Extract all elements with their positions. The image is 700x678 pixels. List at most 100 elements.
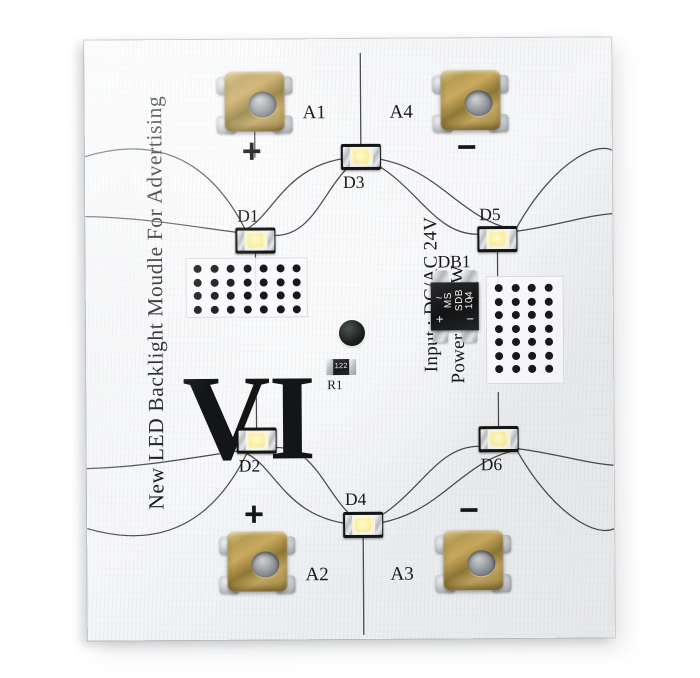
via-dot [193, 305, 202, 314]
via-dot [292, 304, 301, 313]
via-dot [494, 324, 503, 333]
via-dot [276, 264, 285, 273]
refdes-a2: A2 [305, 564, 329, 586]
terminal-a4 [432, 66, 509, 136]
led-d3 [340, 143, 381, 171]
via-dot [292, 277, 301, 286]
terminal-a2 [219, 527, 296, 597]
terminal-body [440, 70, 501, 131]
via-dot [259, 291, 268, 300]
led-pad-right [372, 146, 380, 167]
refdes-a1: A1 [302, 102, 326, 124]
via-dot [259, 304, 268, 314]
led-phosphor [248, 433, 265, 448]
led-pad-left [236, 230, 244, 251]
via-dot [528, 364, 537, 373]
terminal-screw-hole [251, 551, 280, 578]
via-dot [528, 351, 537, 360]
pcb-board: New LED Backlight Moudle For Advertising… [84, 37, 615, 641]
refdes-d5: D5 [479, 204, 501, 225]
polarity-a4: − [456, 128, 477, 167]
via-dot [210, 264, 219, 273]
led-pad-right [266, 230, 274, 251]
via-dot [259, 277, 268, 287]
terminal-screw-hole [467, 550, 496, 577]
led-d5 [477, 225, 518, 253]
terminal-screw-hole [248, 91, 277, 118]
db1-part-marking: MS SDB 104 [443, 278, 476, 322]
via-dot [494, 284, 503, 293]
silkscreen-title: New LED Backlight Moudle For Advertising [142, 95, 169, 510]
via-dot [494, 338, 504, 347]
via-dot [527, 283, 536, 292]
via-dot [226, 305, 235, 314]
via-dot [544, 310, 553, 319]
led-phosphor [490, 432, 507, 447]
db1-pin-plus: + [435, 311, 444, 327]
refdes-db1: DB1 [437, 251, 471, 272]
via-dot [210, 278, 219, 287]
led-phosphor [355, 517, 372, 532]
led-d1 [235, 227, 276, 254]
led-d6 [478, 425, 519, 453]
via-dot [243, 264, 252, 273]
led-pad-left [238, 430, 246, 451]
resistor-r1: 122 [326, 358, 357, 376]
terminal-a1 [216, 67, 293, 137]
led-pad-right [268, 430, 276, 451]
via-dot [494, 311, 503, 320]
refdes-r1: R1 [327, 377, 343, 393]
bridge-rectifier-db1: ~ ~ + − MS SDB 104 [427, 270, 483, 343]
led-pad-left [342, 146, 350, 168]
via-dot [527, 310, 536, 319]
via-dot [527, 337, 537, 346]
via-dot [276, 291, 285, 300]
refdes-d3: D3 [342, 171, 365, 193]
via-dot [243, 278, 252, 287]
via-dot [511, 337, 520, 347]
polarity-a1: + [241, 132, 262, 171]
via-matrix-left [185, 257, 308, 318]
via-dot [226, 278, 235, 287]
led-pad-right [510, 428, 518, 450]
terminal-body [443, 530, 504, 591]
via-dot [292, 291, 301, 300]
via-dot [511, 351, 520, 360]
via-dot [511, 324, 520, 333]
led-phosphor [352, 149, 369, 164]
via-dot [243, 291, 252, 300]
via-dot [527, 324, 536, 333]
via-dot [544, 324, 553, 333]
db1-pin-ac1: ~ [435, 292, 443, 305]
via-dot [494, 297, 503, 306]
via-dot [276, 304, 285, 313]
refdes-d2: D2 [238, 455, 261, 476]
refdes-d4: D4 [344, 488, 367, 510]
led-pad-right [508, 228, 516, 250]
polarity-a2: + [243, 495, 265, 534]
via-dot [226, 291, 235, 300]
r1-terminal-right [349, 358, 357, 376]
refdes-a4: A4 [389, 101, 413, 123]
via-dot [276, 277, 285, 286]
led-phosphor [489, 232, 506, 247]
led-pad-left [478, 229, 486, 250]
led-d4 [343, 511, 384, 539]
via-dot [259, 264, 268, 273]
led-phosphor [247, 233, 264, 248]
via-dot [243, 305, 252, 314]
via-dot [511, 297, 520, 306]
db1-marking-line3: 104 [463, 290, 476, 310]
via-dot [511, 310, 520, 320]
led-pad-left [480, 429, 488, 450]
via-dot [511, 283, 520, 293]
refdes-d1: D1 [237, 205, 259, 226]
via-dot [544, 351, 553, 360]
refdes-a3: A3 [390, 563, 414, 585]
via-dot [210, 305, 219, 314]
via-dot [544, 364, 553, 373]
via-dot [210, 291, 219, 300]
via-dot [292, 264, 301, 273]
via-dot [193, 264, 202, 273]
